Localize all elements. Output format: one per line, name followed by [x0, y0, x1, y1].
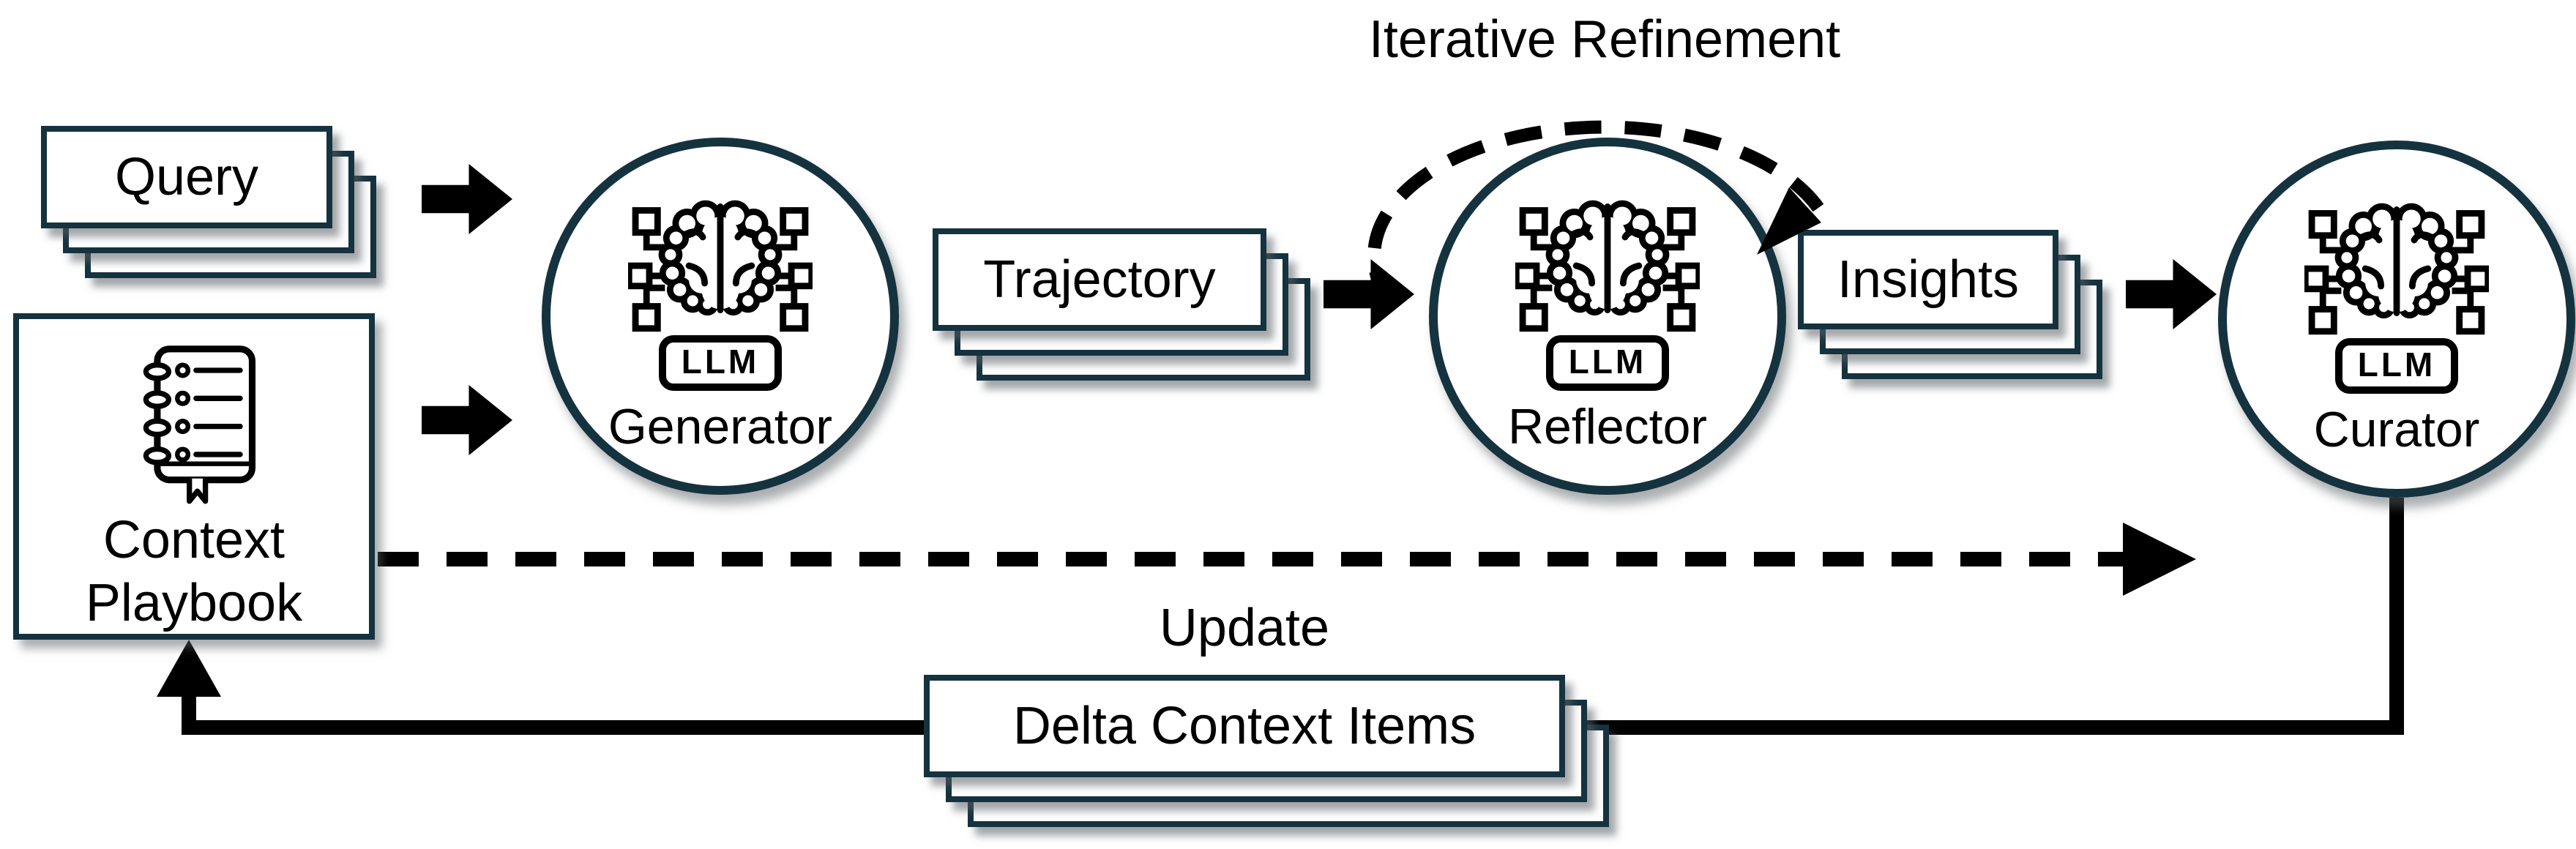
reflector-node: LLM Reflector [1429, 138, 1786, 495]
insights-card-stack: Insights [1798, 230, 2105, 382]
context-playbook-box: Context Playbook [13, 313, 375, 640]
trajectory-card-stack: Trajectory [933, 228, 1313, 384]
brain-circuit-icon [1515, 184, 1700, 332]
generator-node: LLM Generator [542, 138, 899, 495]
update-label: Update [1159, 597, 1330, 657]
insights-card: Insights [1798, 230, 2058, 329]
trajectory-to-reflector-arrow [1324, 259, 1414, 329]
query-card: Query [41, 126, 332, 228]
notebook-icon [109, 340, 279, 506]
insights-label: Insights [1837, 249, 2020, 309]
delta-context-items-stack: Delta Context Items [924, 675, 1612, 830]
query-to-generator-arrow [422, 164, 512, 234]
update-dashed-arrow [378, 523, 2196, 596]
trajectory-label: Trajectory [983, 249, 1216, 309]
insights-to-curator-arrow [2126, 259, 2217, 329]
playbook-to-generator-arrow [422, 385, 512, 455]
curator-label: Curator [2313, 403, 2480, 458]
iterative-refinement-label: Iterative Refinement [1368, 9, 1841, 69]
brain-circuit-icon [628, 184, 813, 332]
llm-badge: LLM [1546, 335, 1669, 391]
curator-node: LLM Curator [2218, 141, 2575, 498]
brain-circuit-icon [2304, 187, 2489, 335]
reflector-label: Reflector [1507, 400, 1708, 455]
generator-label: Generator [608, 400, 833, 455]
query-card-stack: Query [41, 126, 381, 281]
llm-badge: LLM [2335, 338, 2458, 394]
llm-badge: LLM [659, 335, 782, 391]
trajectory-card: Trajectory [933, 228, 1266, 331]
delta-card: Delta Context Items [924, 675, 1565, 777]
query-label: Query [114, 146, 259, 206]
context-playbook-label: Context Playbook [85, 509, 303, 632]
delta-context-items-label: Delta Context Items [1012, 695, 1476, 755]
